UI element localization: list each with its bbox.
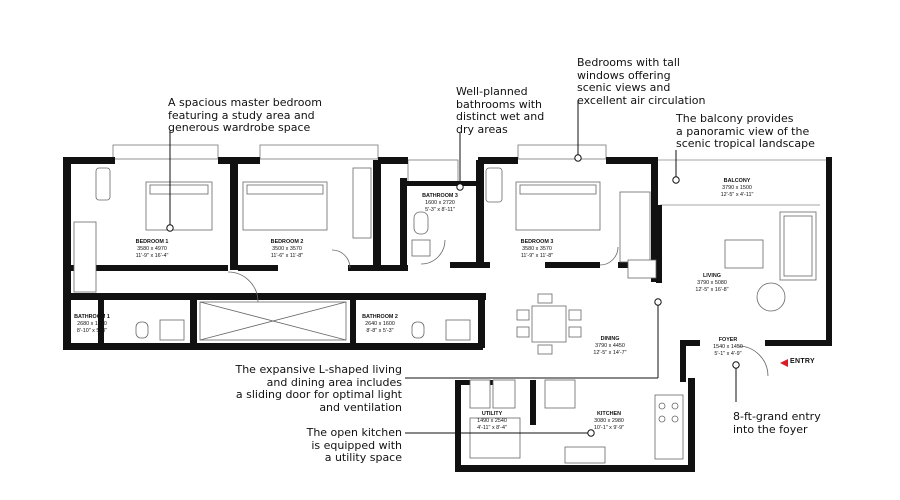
room-name: BEDROOM 1 (136, 239, 169, 245)
room-bathroom1: BATHROOM 1 2680 x 1600 8'-10" x 5'-3" (74, 314, 110, 334)
room-kitchen: KITCHEN 3080 x 2980 10'-1" x 9'-9" (594, 411, 624, 431)
room-metric: 3580 x 4970 (137, 246, 167, 252)
room-bathroom2: BATHROOM 2 2640 x 1600 8'-8" x 5'-3" (362, 314, 398, 334)
room-name: BATHROOM 3 (422, 193, 458, 199)
room-balcony: BALCONY 3790 x 1500 12'-5" x 4'-11" (721, 178, 754, 198)
balcony-outline (657, 159, 832, 206)
room-metric: 1600 x 2720 (425, 200, 455, 206)
room-imperial: 8'-8" x 5'-3" (366, 328, 393, 334)
room-utility: UTILITY 1490 x 2540 4'-11" x 8'-4" (477, 411, 507, 431)
entry-label: ENTRY (790, 358, 815, 365)
room-bedroom3: BEDROOM 3 3580 x 3570 11'-9" x 11'-8" (521, 239, 554, 259)
room-bathroom3: BATHROOM 3 1600 x 2720 5'-3" x 8'-11" (422, 193, 458, 213)
callout-bathrooms: Well-planned bathrooms with distinct wet… (456, 85, 545, 136)
room-imperial: 11'-9" x 16'-4" (136, 253, 169, 259)
room-metric: 3500 x 3570 (272, 246, 302, 252)
windows (112, 144, 607, 183)
walls (63, 157, 832, 472)
furniture (73, 167, 817, 464)
callout-pointers (166, 100, 740, 437)
room-name: BATHROOM 2 (362, 314, 398, 320)
room-metric: 1490 x 2540 (477, 418, 507, 424)
room-name: BEDROOM 2 (271, 239, 304, 245)
room-bedroom2: BEDROOM 2 3500 x 3570 11'-6" x 11'-8" (271, 239, 304, 259)
room-metric: 1540 x 1450 (713, 344, 743, 350)
room-imperial: 5'-3" x 8'-11" (425, 207, 455, 213)
room-name: LIVING (703, 273, 721, 279)
room-imperial: 12'-5" x 16'-8" (695, 287, 728, 293)
room-imperial: 10'-1" x 9'-9" (594, 425, 624, 431)
room-imperial: 4'-11" x 8'-4" (477, 425, 507, 431)
room-metric: 2640 x 1600 (365, 321, 395, 327)
room-dining: DINING 3790 x 4450 12'-5" x 14'-7" (593, 336, 626, 356)
room-imperial: 11'-6" x 11'-8" (271, 253, 303, 259)
callout-master-bedroom: A spacious master bedroom featuring a st… (168, 96, 322, 134)
room-name: KITCHEN (597, 411, 621, 417)
room-living: LIVING 3790 x 5080 12'-5" x 16'-8" (695, 273, 728, 293)
callout-balcony: The balcony provides a panoramic view of… (676, 112, 815, 150)
room-name: BATHROOM 1 (74, 314, 110, 320)
room-metric: 3790 x 1500 (722, 185, 752, 191)
room-metric: 3580 x 3570 (522, 246, 552, 252)
room-metric: 3790 x 5080 (697, 280, 727, 286)
room-imperial: 11'-9" x 11'-8" (521, 253, 553, 259)
room-imperial: 12'-5" x 4'-11" (721, 192, 754, 198)
room-imperial: 12'-5" x 14'-7" (593, 350, 626, 356)
room-metric: 2680 x 1600 (77, 321, 107, 327)
room-labels: BEDROOM 1 3580 x 4970 11'-9" x 16'-4" BE… (74, 178, 753, 431)
callout-living-dining: The expansive L-shaped living and dining… (235, 363, 402, 414)
room-name: FOYER (719, 337, 738, 343)
callout-bedrooms: Bedrooms with tall windows offering scen… (577, 56, 706, 107)
callout-kitchen: The open kitchen is equipped with a util… (306, 426, 402, 464)
room-name: UTILITY (482, 411, 503, 417)
room-foyer: FOYER 1540 x 1450 5'-1" x 4'-9" (713, 337, 743, 357)
room-name: DINING (601, 336, 620, 342)
entry-arrow-icon (780, 359, 788, 367)
room-name: BEDROOM 3 (521, 239, 554, 245)
room-name: BALCONY (724, 178, 751, 184)
callout-entry: 8-ft-grand entry into the foyer (733, 410, 821, 436)
room-bedroom1: BEDROOM 1 3580 x 4970 11'-9" x 16'-4" (136, 239, 169, 259)
room-metric: 3790 x 4450 (595, 343, 625, 349)
room-imperial: 5'-1" x 4'-9" (714, 351, 741, 357)
room-imperial: 8'-10" x 5'-3" (77, 328, 107, 334)
room-metric: 3080 x 2980 (594, 418, 624, 424)
